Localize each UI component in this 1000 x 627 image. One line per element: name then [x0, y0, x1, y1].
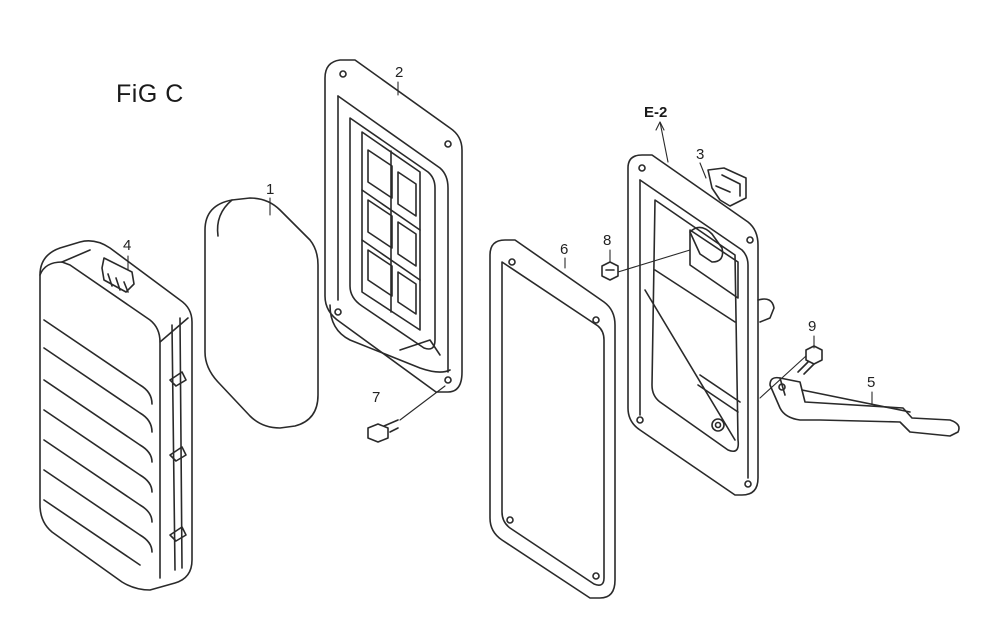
nut-8 [601, 261, 619, 281]
part-number-5: 5 [867, 374, 876, 391]
figure-title: FiG C [116, 80, 184, 108]
air-cleaner-cover [39, 240, 193, 591]
part-number-6: 6 [560, 241, 569, 258]
part-number-3: 3 [696, 146, 705, 163]
bolt-7 [367, 419, 399, 443]
clip-3 [707, 167, 747, 207]
part-number-7: 7 [372, 389, 381, 406]
part-number-9: 9 [808, 318, 817, 335]
filter-element [204, 197, 319, 429]
part-number-2: 2 [395, 64, 404, 81]
part-number-4: 4 [123, 237, 132, 254]
element-case [324, 59, 463, 393]
stay-bracket [769, 376, 960, 437]
back-plate [627, 154, 775, 496]
gasket [489, 239, 616, 599]
reference-label: E-2 [644, 104, 668, 121]
part-number-8: 8 [603, 232, 612, 249]
part-number-1: 1 [266, 181, 275, 198]
